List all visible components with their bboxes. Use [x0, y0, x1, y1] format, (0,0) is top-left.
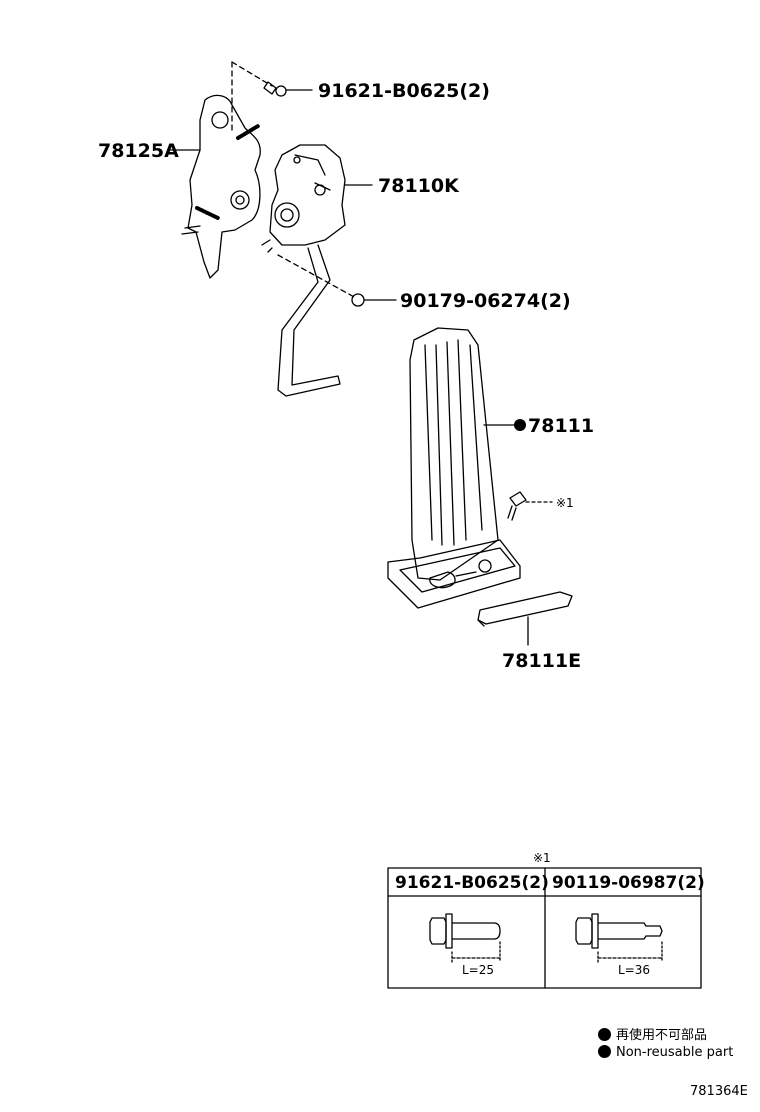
- table-col1-part: 91621-B0625(2): [395, 873, 549, 893]
- pedal-bolt-icon: [507, 491, 553, 521]
- table-ref-mark: ※1: [533, 851, 551, 865]
- sensor-icon: [261, 144, 373, 253]
- bolt-long-icon: [575, 913, 663, 963]
- bracket-icon: [167, 94, 261, 279]
- label-bolt-ref: ※1: [556, 496, 574, 510]
- drawing-code: 781364E: [690, 1084, 748, 1099]
- label-pedal: 78111: [528, 415, 594, 437]
- alignment-line: [231, 61, 273, 87]
- legend-dot-icon: [598, 1028, 611, 1041]
- legend-en-text: Non-reusable part: [616, 1045, 734, 1060]
- table-col2-length: L=36: [618, 963, 650, 977]
- legend-dot-icon: [598, 1045, 611, 1058]
- label-bolt-top: 91621-B0625(2): [318, 80, 490, 102]
- legend-jp: 再使用不可部品: [598, 1024, 707, 1043]
- nut-icon: [351, 293, 397, 307]
- pedal-icon: [387, 327, 521, 609]
- bolt-short-icon: [429, 913, 501, 963]
- non-reusable-marker-icon: [514, 419, 526, 431]
- label-nut: 90179-06274(2): [400, 290, 571, 312]
- legend-jp-text: 再使用不可部品: [616, 1028, 708, 1043]
- pedal-arm-icon: [277, 244, 341, 397]
- pad-icon: [477, 591, 573, 646]
- label-sensor: 78110K: [378, 175, 460, 197]
- table-col1-length: L=25: [462, 963, 494, 977]
- label-bracket: 78125A: [98, 140, 179, 162]
- bolt-top-icon: [263, 81, 313, 97]
- label-pad: 78111E: [502, 650, 581, 672]
- bolt-table: [387, 867, 702, 989]
- table-col2-part: 90119-06987(2): [552, 873, 705, 893]
- legend-en: Non-reusable part: [598, 1045, 733, 1060]
